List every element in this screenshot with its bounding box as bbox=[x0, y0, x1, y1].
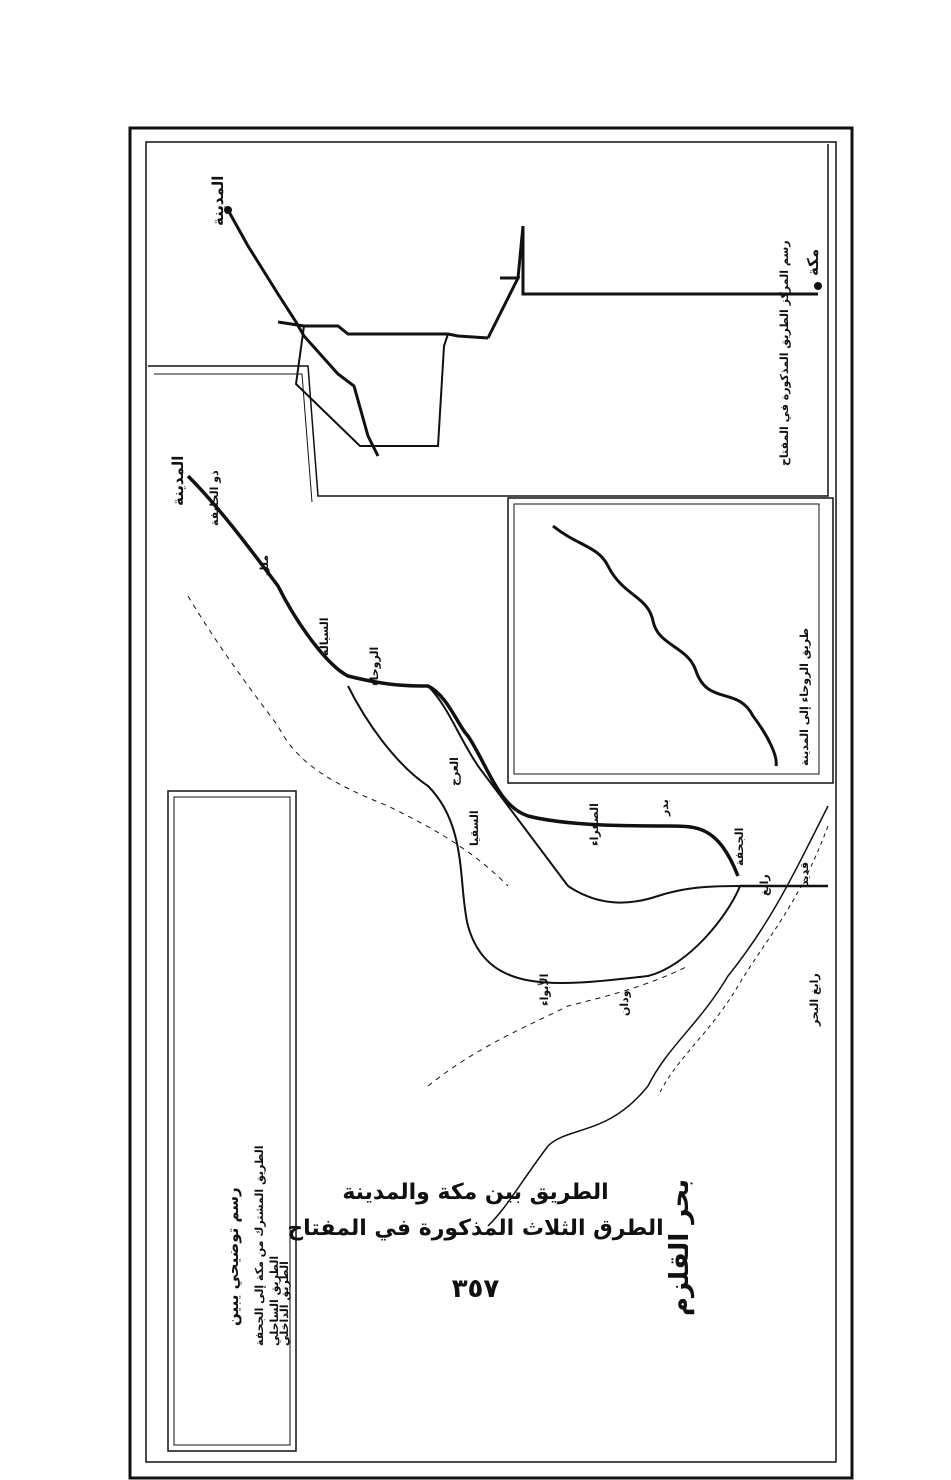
label-madina-main: المدينة bbox=[169, 456, 187, 506]
label-qudayd: قديد bbox=[798, 862, 811, 886]
label-suqya: السقيا bbox=[468, 810, 481, 846]
region-border-2 bbox=[427, 965, 689, 1087]
map-svg: بحر القلزم رسم توضيحي يبين الطريق المشتر… bbox=[128, 126, 854, 1480]
legend-item-coastal: الطريق الساحلي bbox=[268, 1256, 281, 1346]
legend-item-shared: الطريق المشترك من مكة إلى الجحفة bbox=[253, 1146, 266, 1347]
label-madina-top: المدينة bbox=[209, 176, 227, 226]
main-route-shared bbox=[186, 474, 740, 877]
inset-top-madina-dot bbox=[224, 206, 232, 214]
label-malal: ملل bbox=[258, 555, 271, 576]
inset-top-route-coastal bbox=[486, 225, 818, 339]
main-route-coastal bbox=[427, 685, 741, 904]
legend-border bbox=[167, 790, 297, 1452]
page-number: ٣٥٧ bbox=[451, 1274, 500, 1304]
coastline bbox=[487, 805, 829, 1227]
legend-item-inland: الطريق الداخلي bbox=[278, 1261, 291, 1346]
caption-subtitle: الطرق الثلاث المذكورة في المفتاح bbox=[287, 1216, 664, 1241]
label-arj: العرج bbox=[448, 757, 462, 786]
inset-middle-title: طريق الروحاء إلى المدينة bbox=[798, 628, 811, 766]
label-abwa: الأبواء bbox=[537, 974, 551, 1006]
caption-title: الطريق بين مكة والمدينة bbox=[342, 1180, 609, 1205]
label-safra: الصفراء bbox=[588, 803, 601, 846]
inset-middle-route bbox=[552, 524, 778, 767]
inset-top-border bbox=[148, 144, 829, 497]
label-badr: بدر bbox=[658, 799, 671, 817]
map-figure: بحر القلزم رسم توضيحي يبين الطريق المشتر… bbox=[128, 126, 856, 1480]
label-dhul-hulayfa: ذو الحليفة bbox=[208, 470, 221, 526]
legend-title: رسم توضيحي يبين bbox=[224, 1187, 242, 1326]
label-rabigh-bahr: رابغ البحر bbox=[808, 973, 821, 1027]
inset-top-title: رسم المركز الطريق المذكورة في المفتاح bbox=[778, 240, 791, 466]
inner-frame bbox=[145, 141, 837, 1463]
legend-border-inner bbox=[173, 796, 291, 1446]
label-sayala: السيالة bbox=[318, 617, 331, 656]
inset-top-makka-dot bbox=[814, 282, 822, 290]
label-makka-top: مكة bbox=[804, 249, 822, 276]
main-route-inland bbox=[347, 685, 741, 985]
inset-middle-border-inner bbox=[513, 503, 820, 775]
label-rawha: الروحاء bbox=[368, 647, 381, 686]
inset-top-route-alt bbox=[294, 325, 449, 447]
label-juhfa: الجحفة bbox=[733, 828, 746, 866]
label-rabigh: رابغ bbox=[758, 874, 771, 896]
label-waddan: ودان bbox=[618, 990, 631, 1016]
region-border-1 bbox=[187, 595, 509, 887]
inset-top-route-inner bbox=[226, 209, 380, 457]
sea-label: بحر القلزم bbox=[665, 1179, 695, 1316]
inset-top-route-shared bbox=[277, 320, 489, 340]
inset-top-border-inner bbox=[154, 373, 313, 503]
inset-middle-border bbox=[507, 497, 834, 784]
